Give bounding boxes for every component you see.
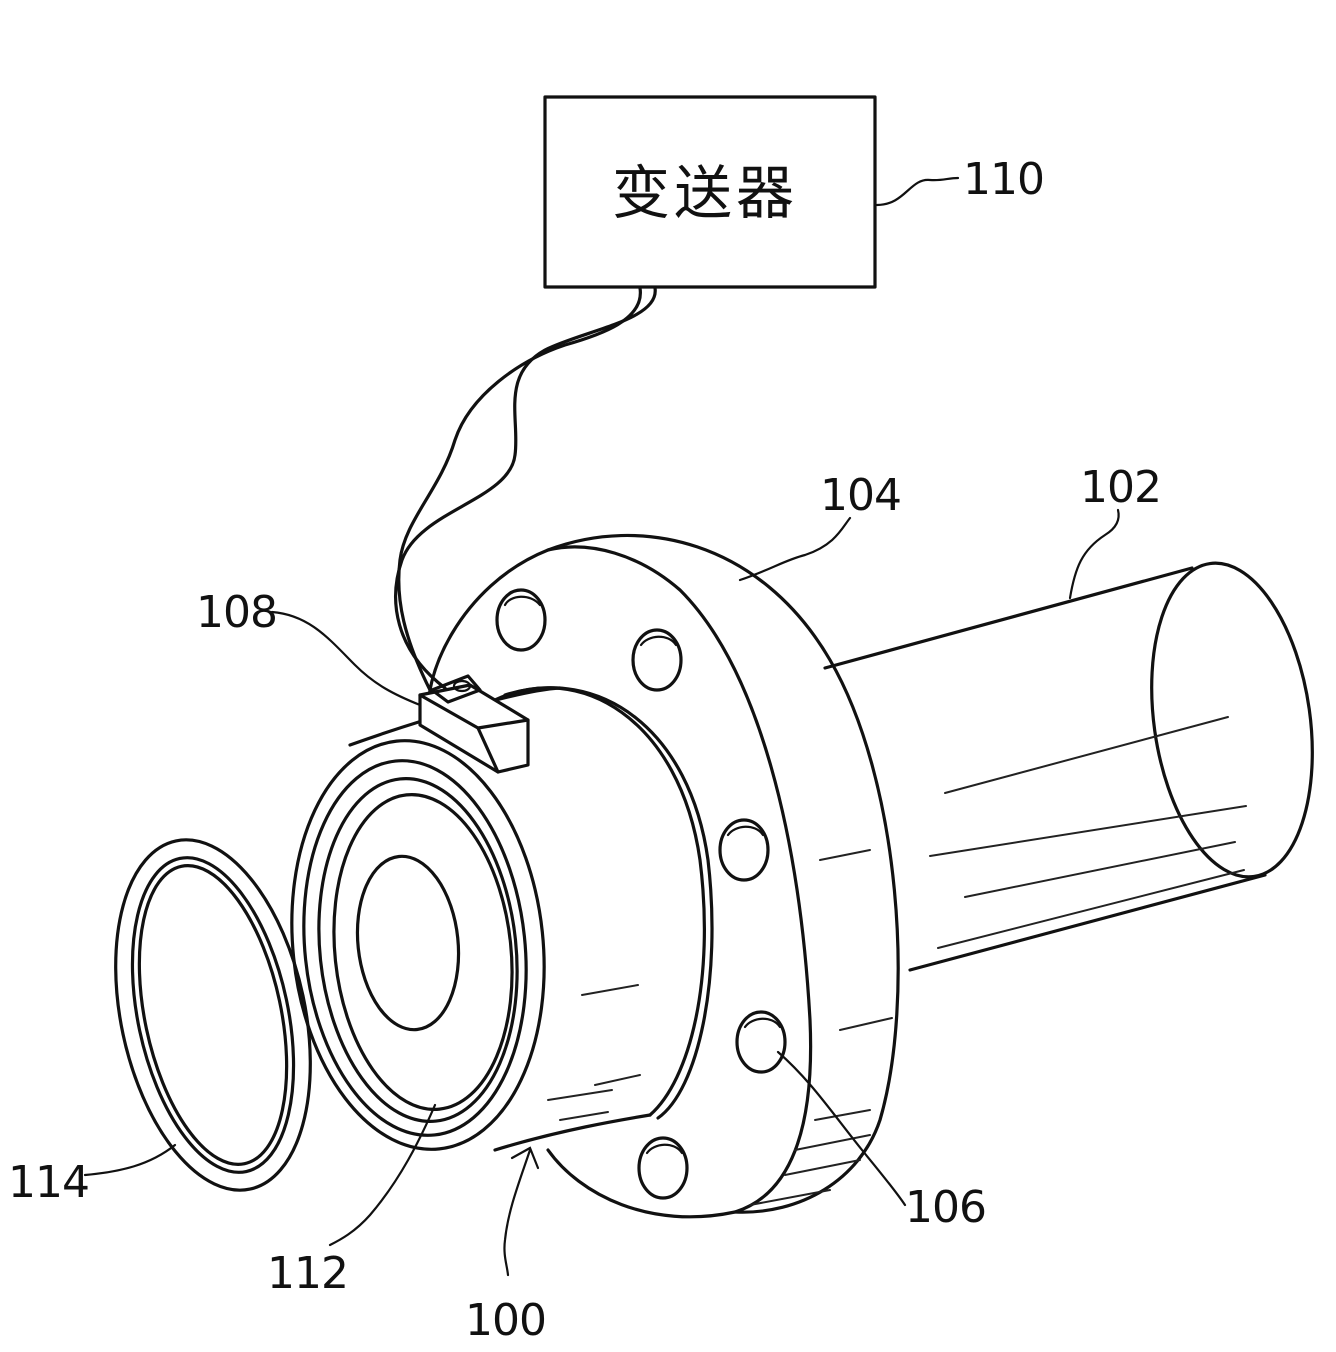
leader-114 [83,1143,177,1177]
ref-102: 102 [1080,462,1161,513]
ref-112: 112 [267,1248,348,1299]
loose-ring [114,838,312,1192]
leader-102 [1068,508,1120,600]
arrow-100 [510,1146,540,1170]
leader-104 [738,516,852,582]
ref-110: 110 [963,154,1044,205]
sensor [418,674,530,774]
leader-110 [875,176,960,207]
bolt-holes [495,588,787,1200]
meter-body [290,686,714,1152]
transmitter-box: 变送器 [543,95,877,289]
ref-100: 100 [465,1295,546,1346]
ref-106: 106 [905,1182,986,1233]
ref-104: 104 [820,470,901,521]
leader-106 [776,1050,907,1207]
ref-114: 114 [8,1157,89,1208]
ref-108: 108 [196,587,277,638]
sensor-cable [394,286,657,692]
leader-108 [270,610,422,707]
transmitter-label: 变送器 [612,159,798,227]
leader-100 [503,1148,532,1277]
leader-112 [328,1103,437,1247]
pipe [823,561,1314,972]
